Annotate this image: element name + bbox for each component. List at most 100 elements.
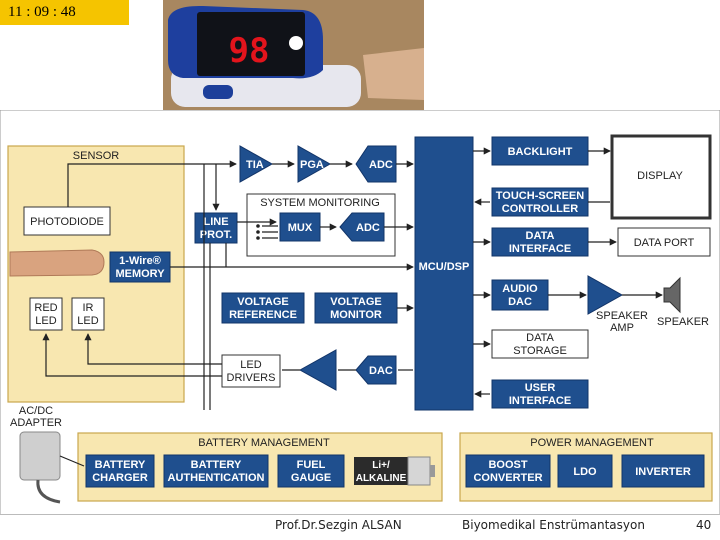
adc-label-1: ADC xyxy=(369,159,393,171)
data-port-label: DATA PORT xyxy=(634,237,695,249)
led-drivers-box xyxy=(221,354,281,388)
adapter-label-1: AC/DC xyxy=(19,405,53,417)
dac-block xyxy=(355,355,397,385)
touch-screen-controller-block xyxy=(491,187,589,217)
adapter-cable xyxy=(36,479,61,504)
red-led-box xyxy=(29,297,63,331)
ldo-block xyxy=(557,454,613,488)
battery-auth-label-1: BATTERY xyxy=(191,459,242,471)
battery-cell-dark xyxy=(354,457,408,485)
one-wire-memory-block xyxy=(109,251,171,283)
sensor-title: SENSOR xyxy=(73,150,120,162)
speaker-label: SPEAKER xyxy=(657,316,709,328)
data-storage-label-2: STORAGE xyxy=(513,345,567,357)
footer-page-number: 40 xyxy=(696,518,712,532)
mux-label: MUX xyxy=(288,222,313,234)
inverter-label: INVERTER xyxy=(635,466,691,478)
ir-led-box xyxy=(71,297,105,331)
voltage-monitor-label-2: MONITOR xyxy=(330,309,382,321)
clock-display: 11 : 09 : 48 xyxy=(0,0,129,25)
led-drivers-label-1: LED xyxy=(240,359,261,371)
photodiode-box xyxy=(23,206,111,236)
battery-authentication-block xyxy=(163,454,269,488)
battery-label-1: Li+/ xyxy=(372,460,390,471)
line-prot-block xyxy=(194,212,238,244)
boost-label-1: BOOST xyxy=(488,459,527,471)
dac-label: DAC xyxy=(369,365,393,377)
user-interface-label-1: USER xyxy=(525,382,556,394)
oximeter-reading: 98 xyxy=(229,31,270,71)
battery-cell-light xyxy=(407,456,431,486)
oximeter-button xyxy=(203,85,233,99)
finger-icon xyxy=(9,249,105,277)
battery-label-2: ALKALINE xyxy=(356,473,407,484)
boost-converter-block xyxy=(465,454,551,488)
battery-charger-label-2: CHARGER xyxy=(92,472,148,484)
footer-author: Prof.Dr.Sezgin ALSAN xyxy=(275,518,402,532)
pulse-oximeter-photo: 98 xyxy=(163,0,424,110)
connection-lines xyxy=(42,147,663,467)
speaker-amp-label-2: AMP xyxy=(610,322,634,334)
user-interface-block xyxy=(491,379,589,409)
battery-terminal xyxy=(430,465,435,477)
display-box xyxy=(610,134,712,220)
adapter-label-2: ADAPTER xyxy=(10,417,62,429)
tia-label: TIA xyxy=(246,159,264,171)
voltage-reference-block xyxy=(221,292,305,324)
pulse-oximeter-block-diagram: .blk { fill:#1f4f8e; stroke:#123468; str… xyxy=(0,110,720,515)
data-interface-label-2: INTERFACE xyxy=(509,243,571,255)
battery-charger-label-1: BATTERY xyxy=(95,459,146,471)
oximeter-power-button xyxy=(289,36,303,50)
tia-amplifier xyxy=(239,145,274,183)
user-interface-label-2: INTERFACE xyxy=(509,395,571,407)
boost-label-2: CONVERTER xyxy=(473,472,542,484)
finger-shape xyxy=(363,48,424,100)
data-interface-block xyxy=(491,227,589,257)
red-led-label-1: RED xyxy=(34,302,57,314)
ir-led-label-1: IR xyxy=(83,302,94,314)
pga-label: PGA xyxy=(300,159,324,171)
system-monitoring-title: SYSTEM MONITORING xyxy=(260,197,380,209)
red-led-label-2: LED xyxy=(35,315,56,327)
inverter-block xyxy=(621,454,705,488)
pga-amplifier xyxy=(297,145,332,183)
touch-label-1: TOUCH-SCREEN xyxy=(496,190,584,202)
audio-dac-label-1: AUDIO xyxy=(502,283,538,295)
power-management-title: POWER MANAGEMENT xyxy=(530,437,654,449)
ir-led-label-2: LED xyxy=(77,315,98,327)
voltage-reference-label-2: REFERENCE xyxy=(229,309,297,321)
line-prot-label-1: LINE xyxy=(203,216,228,228)
voltage-reference-label-1: VOLTAGE xyxy=(237,296,289,308)
speaker-amp-label-1: SPEAKER xyxy=(596,310,648,322)
fuel-gauge-block xyxy=(277,454,345,488)
footer-divider xyxy=(0,514,720,515)
mcu-dsp-block xyxy=(414,136,474,411)
line-prot-label-2: PROT. xyxy=(200,229,232,241)
speaker-icon xyxy=(663,276,681,314)
data-port-box xyxy=(617,227,711,257)
battery-management-title: BATTERY MANAGEMENT xyxy=(198,437,330,449)
backlight-block xyxy=(491,136,589,166)
fuel-gauge-label-1: FUEL xyxy=(297,459,326,471)
audio-dac-block xyxy=(491,279,549,311)
photodiode-label: PHOTODIODE xyxy=(30,216,104,228)
led-drivers-label-2: DRIVERS xyxy=(227,372,276,384)
speaker-amp-triangle xyxy=(587,275,624,315)
battery-charger-block xyxy=(85,454,155,488)
voltage-monitor-block xyxy=(314,292,398,324)
touch-label-2: CONTROLLER xyxy=(502,203,578,215)
adc-label-2: ADC xyxy=(356,222,380,234)
audio-dac-label-2: DAC xyxy=(508,296,532,308)
adapter-icon xyxy=(19,431,61,481)
battery-auth-label-2: AUTHENTICATION xyxy=(168,472,265,484)
ldo-label: LDO xyxy=(573,466,597,478)
one-wire-label-1: 1-Wire® xyxy=(119,255,161,267)
one-wire-label-2: MEMORY xyxy=(115,268,165,280)
led-driver-amplifier xyxy=(298,349,337,391)
data-interface-label-1: DATA xyxy=(526,230,555,242)
display-label: DISPLAY xyxy=(637,170,683,182)
oximeter-screen xyxy=(197,12,305,76)
data-storage-box xyxy=(491,329,589,359)
footer-course: Biyomedikal Enstrümantasyon xyxy=(462,518,645,532)
fuel-gauge-label-2: GAUGE xyxy=(291,472,331,484)
